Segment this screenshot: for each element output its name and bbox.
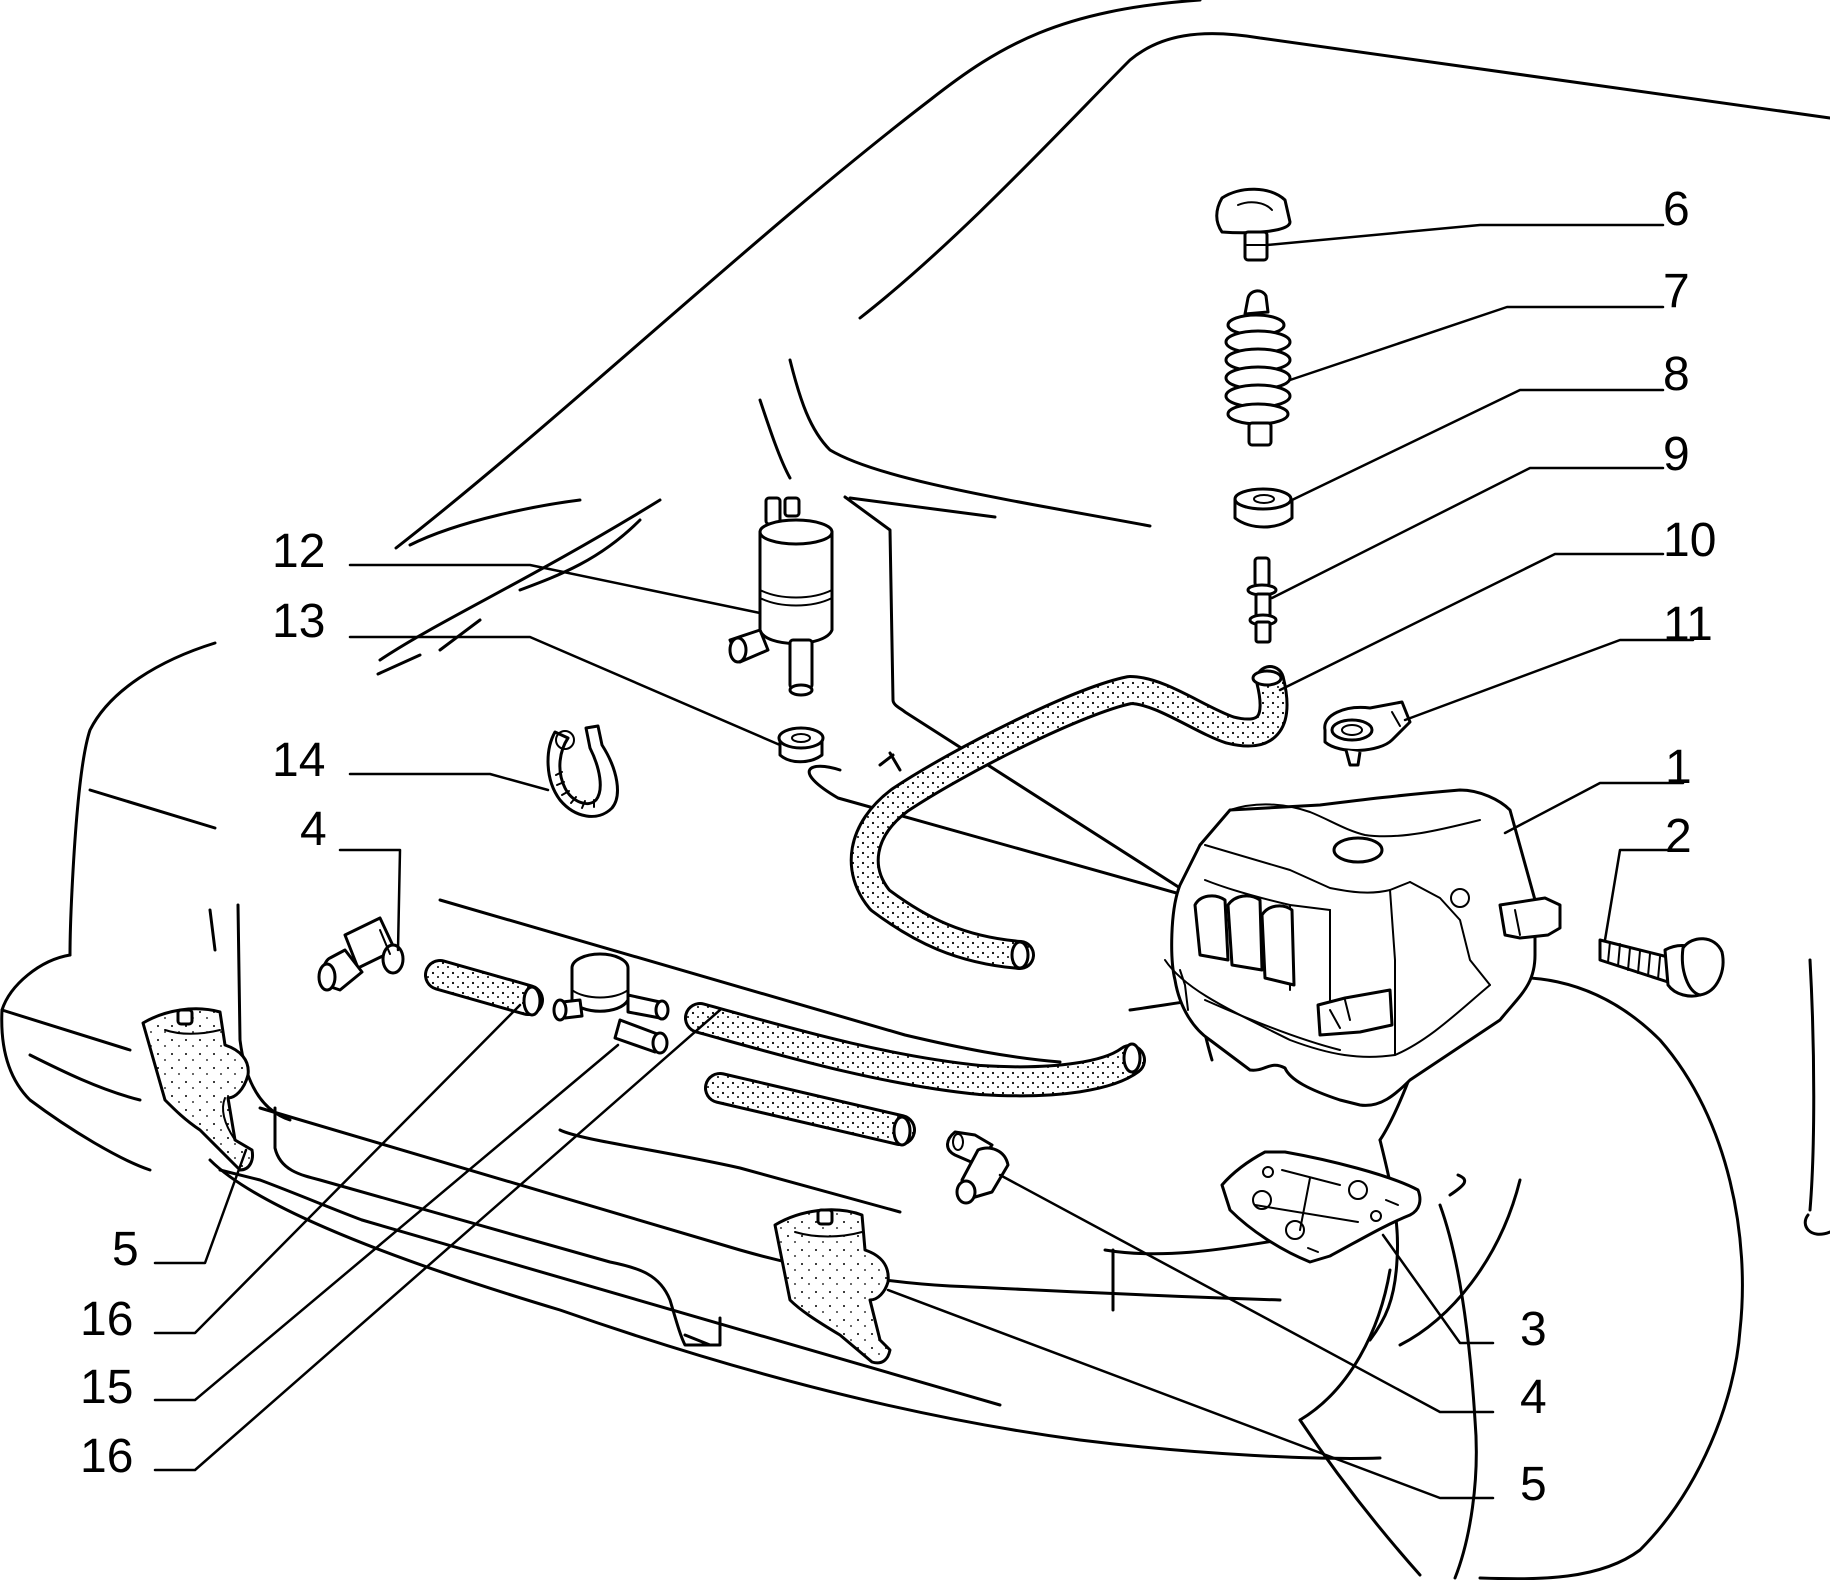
part-5-bracket-right bbox=[773, 1208, 892, 1365]
leader-lines bbox=[153, 223, 1695, 1500]
label-4-right: 4 bbox=[1520, 1371, 1547, 1424]
label-11: 11 bbox=[1663, 598, 1713, 651]
label-8: 8 bbox=[1663, 348, 1690, 401]
label-7: 7 bbox=[1663, 265, 1690, 318]
part-16-hose-long bbox=[684, 1002, 1146, 1147]
label-1: 1 bbox=[1665, 741, 1692, 794]
label-13: 12 bbox=[272, 525, 325, 578]
part-6-nozzle bbox=[1215, 187, 1292, 262]
label-10: 10 bbox=[1663, 514, 1716, 567]
label-9: 9 bbox=[1663, 428, 1690, 481]
part-15-hose-clamp bbox=[546, 724, 619, 818]
part-14-grommet bbox=[777, 726, 825, 764]
part-11-filler-cap bbox=[1323, 700, 1412, 767]
label-12: 15 bbox=[80, 1361, 133, 1414]
label-16-top: 16 bbox=[80, 1293, 133, 1346]
label-4-left: 4 bbox=[300, 803, 327, 856]
label-15: 14 bbox=[272, 734, 325, 787]
part-13-pump bbox=[728, 496, 834, 697]
label-6: 6 bbox=[1663, 183, 1690, 236]
label-2: 2 bbox=[1665, 810, 1692, 863]
part-1-reservoir bbox=[1164, 788, 1562, 1107]
part-3-mount-plate bbox=[1220, 1150, 1422, 1264]
callout-labels: 6 7 8 9 10 11 1 2 3 4 5 12 13 14 4 5 16 … bbox=[80, 183, 1716, 1511]
label-5-left: 5 bbox=[112, 1223, 139, 1276]
part-8-grommet bbox=[1233, 487, 1294, 529]
part-2-bolt bbox=[1598, 937, 1725, 998]
label-5-right: 5 bbox=[1520, 1458, 1547, 1511]
part-9-connector bbox=[1246, 556, 1278, 644]
label-16-bottom: 16 bbox=[80, 1430, 133, 1483]
part-16-hose-short bbox=[424, 959, 544, 1017]
part-5-bracket-left bbox=[141, 1007, 254, 1172]
label-3: 3 bbox=[1520, 1303, 1547, 1356]
part-7-bellows bbox=[1224, 289, 1292, 447]
part-12-check-valve bbox=[552, 952, 670, 1055]
part-4-elbow-right bbox=[946, 1130, 1010, 1205]
part-10-hose bbox=[849, 665, 1289, 970]
label-14: 13 bbox=[272, 595, 325, 648]
part-4-elbow-left bbox=[317, 916, 405, 992]
